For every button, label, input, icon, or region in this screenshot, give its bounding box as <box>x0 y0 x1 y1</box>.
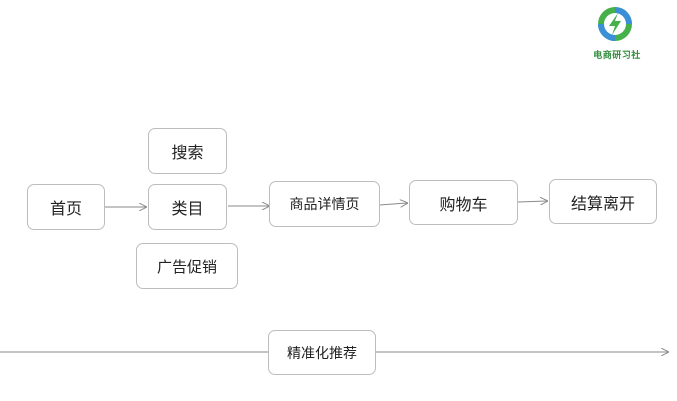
node-home: 首页 <box>27 184 105 230</box>
node-search: 搜索 <box>148 128 227 174</box>
arrow-cart-to-checkout <box>517 201 547 202</box>
node-ad-promo: 广告促销 <box>136 243 238 289</box>
logo-text: 电商研习社 <box>593 51 641 61</box>
node-precision-recommend: 精准化推荐 <box>268 330 376 375</box>
node-category: 类目 <box>148 184 227 230</box>
arrow-detail-to-cart <box>379 203 407 205</box>
node-product-detail: 商品详情页 <box>269 181 380 227</box>
node-cart: 购物车 <box>409 180 518 225</box>
lightning-bolt-icon <box>598 7 632 41</box>
node-checkout: 结算离开 <box>549 179 657 224</box>
